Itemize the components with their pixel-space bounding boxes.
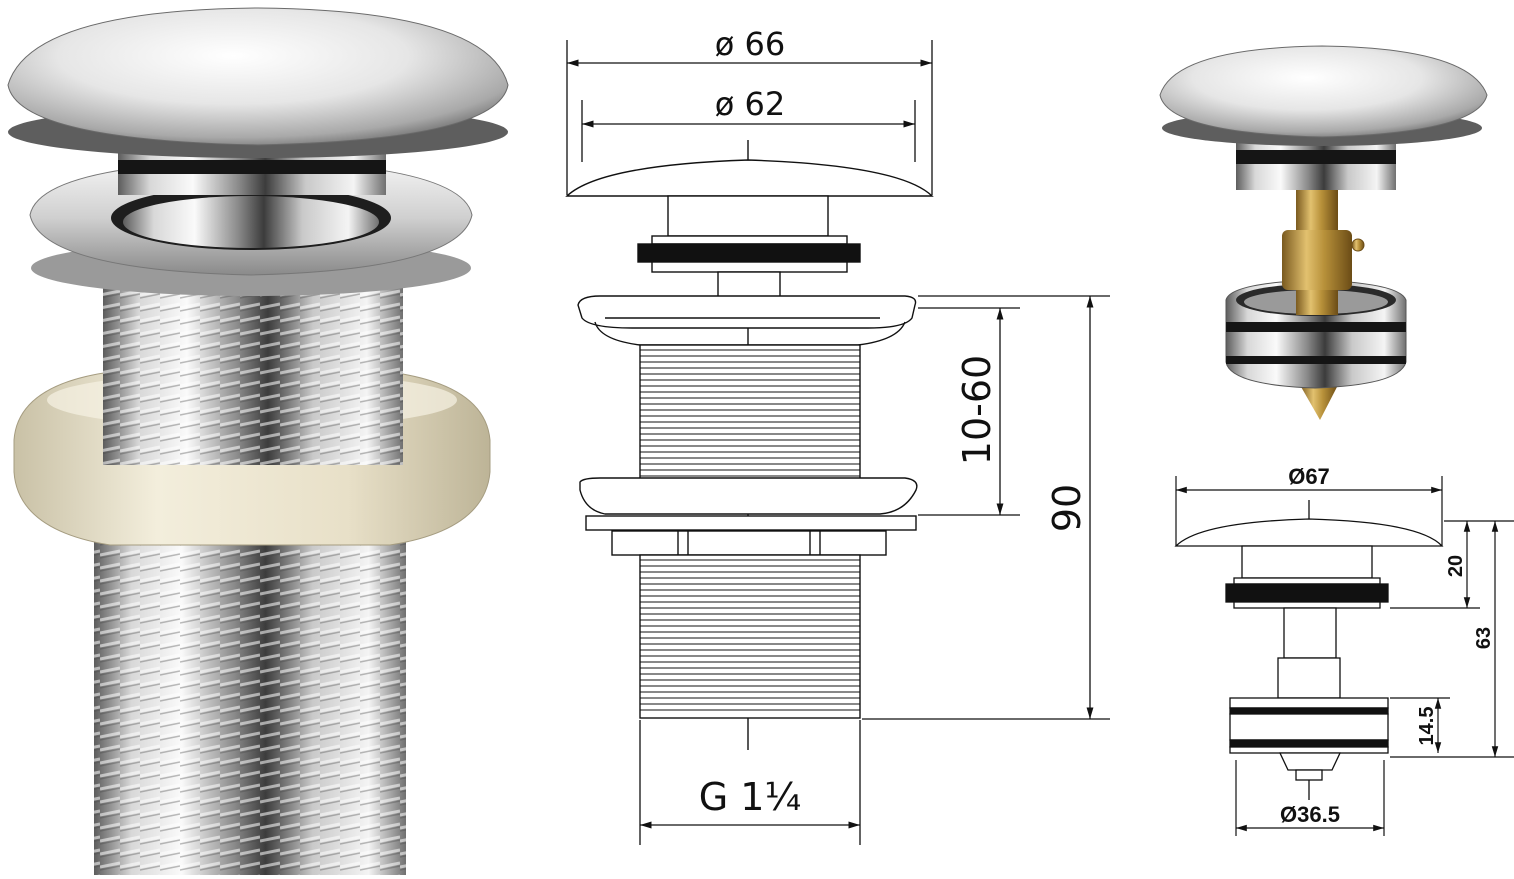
thread-body-lower bbox=[639, 554, 861, 719]
dim-insert-total-height: 63 bbox=[1473, 627, 1495, 649]
main-technical-drawing bbox=[565, 140, 934, 750]
dim-cap-height: 20 bbox=[1445, 555, 1467, 577]
insert-technical-drawing bbox=[1174, 500, 1444, 800]
dim-cap-diameter: Ø67 bbox=[1288, 464, 1330, 489]
dim-body-height: 14.5 bbox=[1416, 707, 1438, 746]
dim-thread: G 1¼ bbox=[699, 775, 802, 819]
product-photo-full-waste bbox=[7, 7, 509, 875]
cap-outline bbox=[565, 159, 934, 197]
dim-inner-diameter: ø 62 bbox=[715, 85, 785, 123]
hex-nut bbox=[611, 530, 887, 556]
dim-outer-diameter: ø 66 bbox=[715, 25, 785, 63]
dim-clamp-range: 10-60 bbox=[955, 355, 999, 465]
lock-nut bbox=[579, 477, 918, 515]
insert-seal-black bbox=[1225, 583, 1389, 603]
product-photo-insert bbox=[1159, 45, 1488, 420]
seal-black bbox=[637, 243, 861, 263]
dim-body-diameter: Ø36.5 bbox=[1280, 802, 1340, 827]
insert-cap-outline bbox=[1174, 518, 1444, 547]
main-dimensions bbox=[566, 40, 1110, 845]
insert-dimensions bbox=[1175, 476, 1514, 836]
thread-body-upper bbox=[639, 344, 861, 481]
flange-outline bbox=[577, 295, 917, 329]
washer bbox=[585, 515, 917, 531]
dim-total-height: 90 bbox=[1045, 484, 1089, 532]
